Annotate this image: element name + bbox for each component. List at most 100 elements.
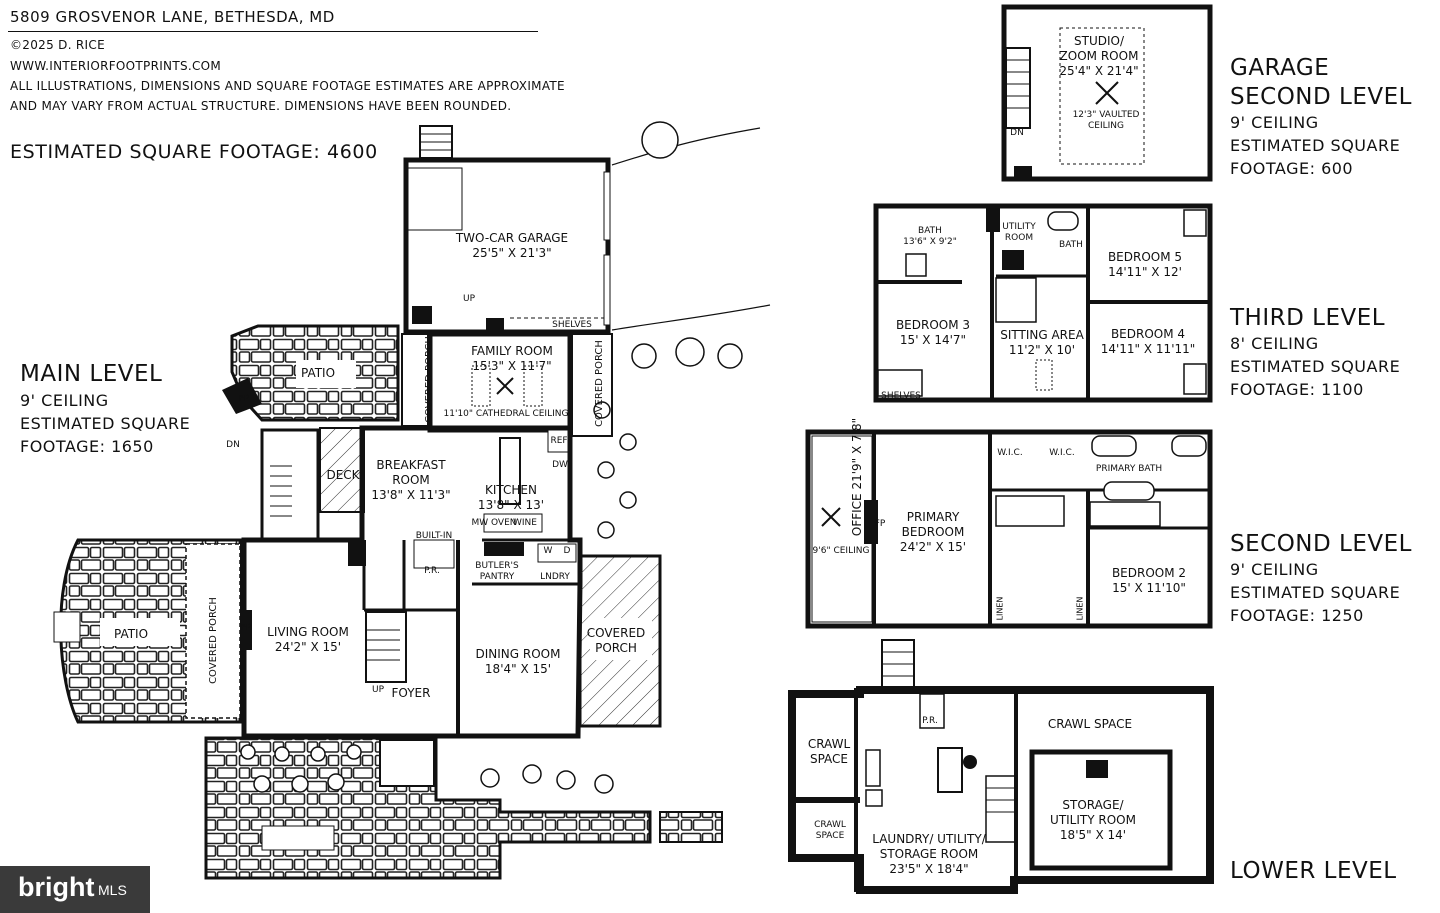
header-divider [8, 31, 538, 32]
breakfast-room-dimensions: 13'8" X 11'3" [371, 488, 451, 502]
garage-level-title-2: SECOND LEVEL [1230, 84, 1412, 110]
third-level-ceiling: 8' CEILING [1230, 334, 1319, 353]
bath-third-2-label: BATH [1059, 240, 1083, 250]
covered-porch-right-label: COVERED PORCH [593, 340, 605, 427]
wic-1-label: W.I.C. [997, 448, 1023, 458]
kitchen-label: KITCHEN 13'8" X 13' [478, 483, 544, 513]
studio-stairs [1005, 47, 1031, 129]
ref-label: REF [550, 436, 568, 446]
covered-porch-left-patio [185, 543, 241, 719]
studio-dimensions: 25'4" X 21'4" [1059, 64, 1139, 78]
primary-bedroom-label: PRIMARY BEDROOM 24'2" X 15' [900, 510, 966, 555]
main-level-est: ESTIMATED SQUARE [20, 414, 191, 433]
laundry-utility-dimensions: 23'5" X 18'4" [889, 862, 969, 876]
bedroom-2-name: BEDROOM 2 [1111, 566, 1187, 580]
patio-left-label: PATIO [113, 627, 149, 641]
crawl-space-small-2: SPACE [815, 831, 845, 841]
copyright-text: ©2025 D. RICE [10, 38, 105, 52]
dw-label: DW [552, 460, 568, 470]
dn-main-label: DN [226, 440, 240, 450]
bright-mls-watermark: bright MLS [0, 866, 150, 913]
bedroom-5-dimensions: 14'11" X 12' [1108, 265, 1182, 279]
dryer-label: D [563, 546, 571, 556]
second-level-footage: FOOTAGE: 1250 [1230, 606, 1364, 625]
bedroom-4-label: BEDROOM 4 14'11" X 11'11" [1101, 327, 1196, 357]
crawl-space-left-2: SPACE [809, 752, 849, 766]
covered-porch-right [571, 333, 613, 437]
utility-room-2: ROOM [1004, 233, 1034, 243]
ceiling-fan-family [496, 377, 514, 395]
crawl-space-small-label: CRAWL SPACE [814, 820, 846, 842]
dining-room-name: DINING ROOM [475, 647, 561, 661]
studio-ceiling-2: CEILING [1088, 121, 1124, 131]
garage-label: TWO-CAR GARAGE 25'5" X 21'3" [456, 231, 568, 261]
lower-level-title: LOWER LEVEL [1230, 858, 1397, 884]
foyer-label: FOYER [391, 686, 431, 700]
studio-ceiling-label: 12'3" VAULTED CEILING [1073, 110, 1140, 132]
fireplace-breakfast [348, 540, 366, 566]
powder-room-lower-label: P.R. [922, 716, 938, 726]
sitting-area-label: SITTING AREA 11'2" X 10' [1000, 328, 1084, 358]
garage-dimensions: 25'5" X 21'3" [472, 246, 552, 260]
primary-bedroom-name-1: PRIMARY [906, 510, 960, 524]
fp-primary-label: FP [874, 519, 886, 529]
storage-room-2: UTILITY ROOM [1050, 813, 1136, 827]
living-room-dimensions: 24'2" X 15' [274, 640, 342, 654]
crawl-space-small-1: CRAWL [814, 820, 846, 830]
studio-walls [1001, 4, 1213, 182]
covered-porch-dining-label: COVERED PORCH [587, 626, 646, 656]
bedroom-3-name: BEDROOM 3 [895, 318, 971, 332]
linen-2-label: LINEN [1075, 596, 1085, 621]
family-room-name: FAMILY ROOM [471, 344, 553, 358]
wic-2-label: W.I.C. [1049, 448, 1075, 458]
dining-room-label: DINING ROOM 18'4" X 15' [476, 647, 561, 677]
bright-logo-text: bright [18, 872, 95, 902]
bedroom-2-label: BEDROOM 2 15' X 11'10" [1112, 566, 1186, 596]
sitting-area-name: SITTING AREA [1000, 328, 1084, 342]
kitchen-name: KITCHEN [484, 483, 537, 497]
family-room-ceiling: 11'10" CATHEDRAL CEILING [443, 409, 569, 419]
bedroom-4-dimensions: 14'11" X 11'11" [1100, 342, 1196, 356]
crawl-space-left-label: CRAWL SPACE [808, 737, 850, 767]
utility-room-1: UTILITY [1002, 222, 1036, 232]
storage-room-dimensions: 18'5" X 14' [1059, 828, 1127, 842]
foyer-stairs [365, 611, 407, 683]
laundry-utility-1: LAUNDRY/ UTILITY/ [872, 832, 986, 846]
second-level-ceiling: 9' CEILING [1230, 560, 1319, 579]
patio-top-label: PATIO [300, 366, 336, 380]
primary-bedroom-dimensions: 24'2" X 15' [899, 540, 967, 554]
up-garage-label: UP [462, 294, 476, 304]
office-ceiling-label: 9'6" CEILING [812, 546, 870, 556]
built-in-label: BUILT-IN [415, 531, 453, 541]
garage-level-footage: FOOTAGE: 600 [1230, 159, 1354, 178]
living-room-name: LIVING ROOM [267, 625, 349, 639]
storage-room-label: STORAGE/ UTILITY ROOM 18'5" X 14' [1050, 798, 1136, 843]
crawl-space-left-1: CRAWL [807, 737, 851, 751]
total-square-footage: ESTIMATED SQUARE FOOTAGE: 4600 [10, 141, 378, 163]
second-level-title: SECOND LEVEL [1230, 531, 1412, 557]
bedroom-3-label: BEDROOM 3 15' X 14'7" [896, 318, 970, 348]
storage-room-walls [1029, 749, 1173, 871]
laundry-utility-2: STORAGE ROOM [879, 847, 979, 861]
office-name: OFFICE [850, 493, 865, 537]
exterior-stairs-left [260, 428, 320, 542]
studio-label: STUDIO/ ZOOM ROOM 25'4" X 21'4" [1059, 34, 1138, 79]
bath-third-dimensions: 13'6" X 9'2" [903, 237, 957, 247]
studio-name-2: ZOOM ROOM [1059, 49, 1139, 63]
main-level-footage: FOOTAGE: 1650 [20, 437, 154, 456]
primary-bedroom-name-2: BEDROOM [901, 525, 965, 539]
office-label: OFFICE 21'9" X 7'8" [850, 418, 864, 536]
sitting-area-dimensions: 11'2" X 10' [1008, 343, 1076, 357]
property-address: 5809 GROSVENOR LANE, BETHESDA, MD [10, 8, 335, 26]
bedroom-2-dimensions: 15' X 11'10" [1112, 581, 1186, 595]
main-level-title: MAIN LEVEL [20, 361, 163, 387]
shelves-third-label: SHELVES [881, 391, 921, 401]
garage-equipment [412, 306, 432, 324]
kitchen-island [499, 437, 521, 505]
mw-oven-label: MW OVEN [471, 518, 517, 528]
garage-level-est: ESTIMATED SQUARE [1230, 136, 1401, 155]
breakfast-room-label: BREAKFAST ROOM 13'8" X 11'3" [371, 458, 450, 503]
primary-bath-label: PRIMARY BATH [1095, 464, 1163, 474]
bedroom-5-label: BEDROOM 5 14'11" X 12' [1108, 250, 1182, 280]
